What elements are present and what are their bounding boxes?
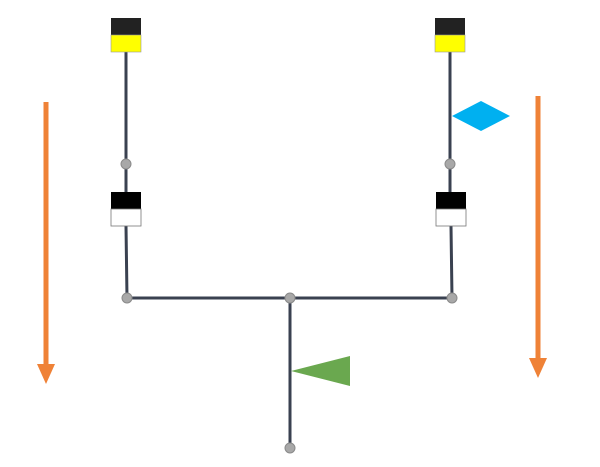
left-top-marker	[110, 18, 142, 53]
left-top-marker-yellow	[110, 34, 142, 53]
right-top-marker-dark	[435, 18, 465, 35]
trunk-flag	[291, 356, 350, 386]
right-mid-marker	[435, 192, 467, 227]
right-top-marker-yellow	[434, 34, 466, 53]
junction-nodes	[120, 158, 458, 454]
left-mid-marker-black	[111, 192, 141, 209]
left-mid-marker-white	[110, 208, 142, 227]
left-lower-pipe	[124, 224, 129, 300]
right-top-marker	[434, 18, 466, 53]
right-corner-node	[446, 292, 458, 304]
center-junction-node	[284, 292, 296, 304]
right-mid-marker-white	[435, 208, 467, 227]
right-flow-arrow	[529, 96, 547, 378]
left-flow-arrow	[37, 102, 55, 384]
pipe-network	[124, 50, 454, 450]
right-lower-pipe	[449, 224, 454, 300]
right-arrow-head	[529, 358, 547, 378]
left-mid-marker	[110, 192, 142, 227]
left-upper-node	[120, 158, 132, 170]
left-arrow-head	[37, 364, 55, 384]
trunk-end-node	[284, 442, 296, 454]
left-corner-node	[121, 292, 133, 304]
right-branch-diamond	[452, 101, 510, 131]
left-top-marker-dark	[111, 18, 141, 35]
right-mid-marker-black	[436, 192, 466, 209]
right-upper-node	[444, 158, 456, 170]
